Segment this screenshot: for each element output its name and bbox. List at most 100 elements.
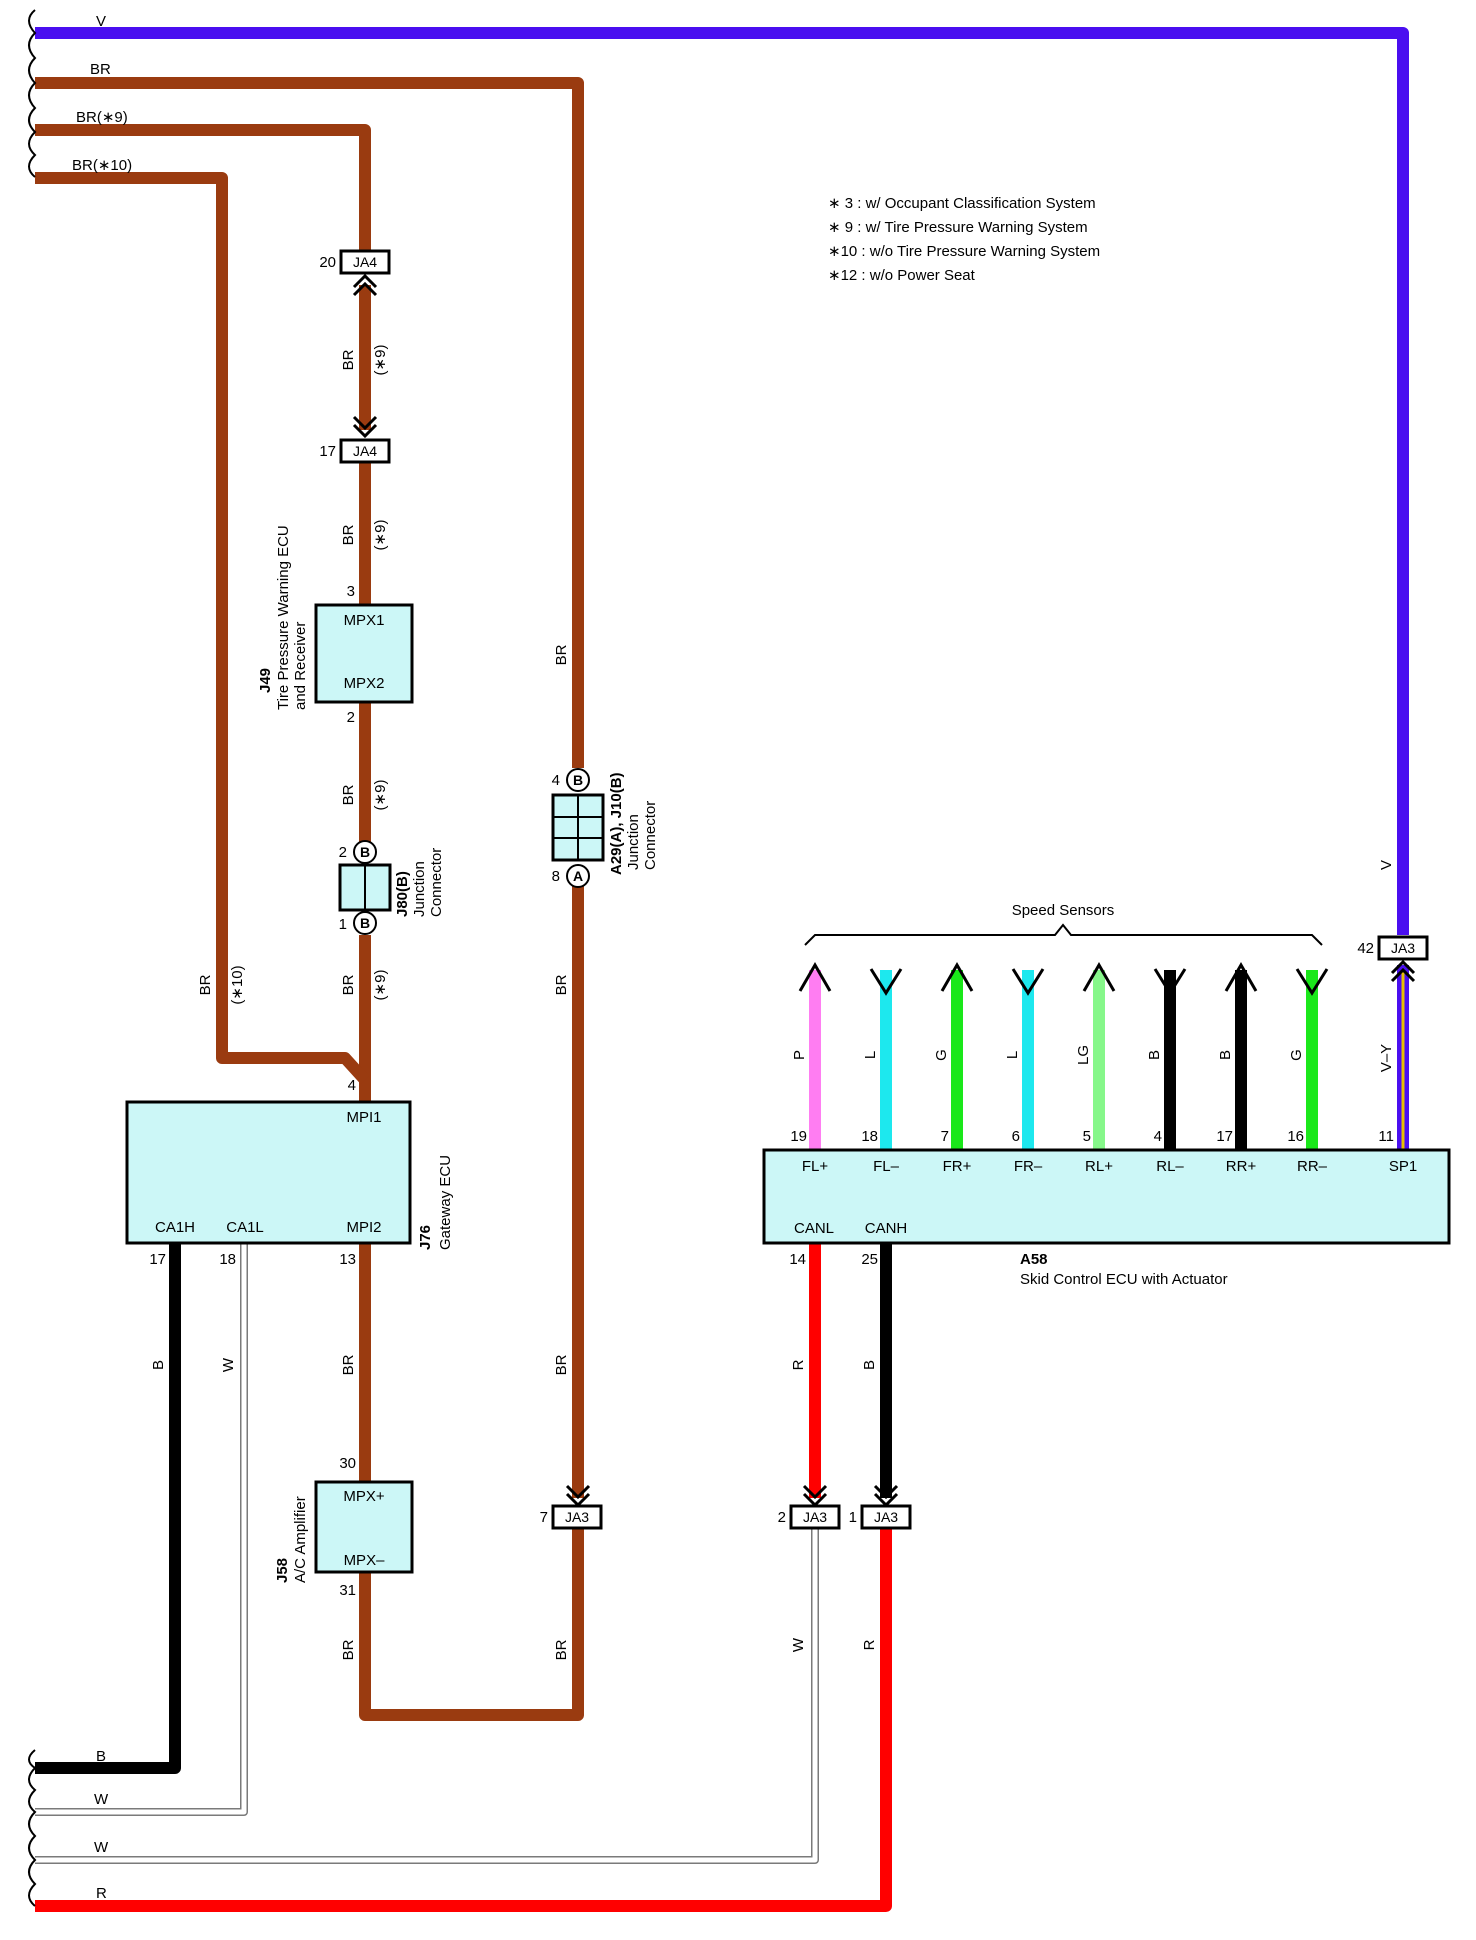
speed-sensor-terminal: RL– (1156, 1158, 1184, 1175)
wire-label: (∗10) (229, 965, 246, 1004)
speed-sensor-pin: 4 (1154, 1128, 1162, 1145)
ja3-1-pin: 1 (849, 1509, 857, 1526)
wire-label: R (861, 1639, 878, 1650)
j49-name-2: and Receiver (292, 622, 309, 710)
j58-box (314, 1480, 414, 1574)
speed-sensor-wire-label: L (1004, 1051, 1021, 1059)
legend-item: ∗ 3 : w/ Occupant Classification System (828, 195, 1096, 212)
arrow-up-icon (1224, 961, 1258, 992)
wire-label: (∗9) (372, 780, 389, 811)
speed-sensor-terminal: RR+ (1226, 1158, 1257, 1175)
j58-term-mpx-minus: MPX– (344, 1552, 386, 1569)
wire-label: BR (340, 1639, 357, 1660)
j49-term-mpx2: MPX2 (344, 675, 385, 692)
arrow-down-icon (1153, 968, 1187, 996)
speed-sensor-terminal: FL– (873, 1158, 900, 1175)
wire-break-marks (28, 9, 37, 1907)
j58-pin-bottom: 31 (339, 1582, 356, 1599)
j80-name-2: Connector (428, 848, 445, 917)
j58-term-mpx-plus: MPX+ (343, 1488, 385, 1505)
wire-label: W (790, 1637, 807, 1652)
j80-pin-top: 2 (339, 844, 347, 861)
speed-sensor-terminal: FL+ (802, 1158, 829, 1175)
j49-box (314, 603, 414, 704)
j58-code: J58 (274, 1558, 291, 1583)
a29-name-2: Connector (642, 801, 659, 870)
j58-name: A/C Amplifier (292, 1496, 309, 1583)
a58-code: A58 (1020, 1251, 1048, 1268)
left-wire-label-w2: W (94, 1839, 109, 1856)
j58-pin-top: 30 (339, 1455, 356, 1472)
j80-badge-bottom: B (360, 915, 370, 931)
wire-label: BR (340, 1354, 357, 1375)
wire-w-ca1l-inner (35, 1243, 247, 1815)
speed-sensor-wire-label: P (791, 1050, 808, 1060)
legend: ∗ 3 : w/ Occupant Classification System … (828, 195, 1100, 284)
j76-term-ca1l: CA1L (226, 1219, 264, 1236)
a29-code: A29(A), J10(B) (608, 772, 625, 875)
j76-box (125, 1100, 412, 1245)
wire-label: BR (340, 784, 357, 805)
a58-term-canh: CANH (865, 1220, 908, 1237)
wire-br10 (35, 172, 370, 1085)
wire-label: BR (340, 974, 357, 995)
a58-pin-canl: 14 (789, 1251, 806, 1268)
j49-term-mpx1: MPX1 (344, 612, 385, 629)
j76-pin-mpi2: 13 (339, 1251, 356, 1268)
ja3-42-name: JA3 (1391, 940, 1415, 956)
arrow-up-icon (1082, 961, 1116, 992)
wire-label: BR (197, 974, 214, 995)
j80-pin-bottom: 1 (339, 916, 347, 933)
a58-term-sp1: SP1 (1389, 1158, 1417, 1175)
arrow-up-icon (798, 961, 832, 992)
speed-sensor-pin: 7 (941, 1128, 949, 1145)
wire-r-ja3 (35, 1528, 892, 1912)
speed-sensor-marks: P19FL+L18FL–G7FR+L6FR–LG5RL+B4RL–B17RR+G… (790, 961, 1329, 1175)
speed-sensor-terminal: RL+ (1085, 1158, 1113, 1175)
speed-sensor-wire-label: G (1288, 1049, 1305, 1061)
wire-w-ca1l (35, 1243, 248, 1816)
left-wire-label-br10: BR(∗10) (72, 157, 132, 174)
a58-pin-sp1: 11 (1378, 1128, 1394, 1145)
speed-sensor-brace (804, 923, 1323, 946)
j76-term-mpi1: MPI1 (346, 1109, 381, 1126)
wire-label: BR (553, 644, 570, 665)
connector-badges (353, 768, 590, 935)
wire-label: BR (553, 974, 570, 995)
speed-sensor-wire-label: B (1146, 1050, 1163, 1060)
speed-sensor-pin: 18 (861, 1128, 878, 1145)
j76-term-ca1h: CA1H (155, 1219, 195, 1236)
speed-sensor-wires (809, 970, 1318, 1150)
legend-item: ∗10 : w/o Tire Pressure Warning System (828, 243, 1100, 260)
left-wire-label-br: BR (90, 61, 111, 78)
speed-sensor-terminal: FR– (1014, 1158, 1043, 1175)
wire-br-main (35, 77, 584, 768)
ja4-20-name: JA4 (353, 254, 377, 270)
speed-sensor-pin: 19 (790, 1128, 807, 1145)
j49-name: Tire Pressure Warning ECU (275, 525, 292, 710)
speed-sensor-wire-label: B (1217, 1050, 1234, 1060)
a58-pin-canh: 25 (861, 1251, 878, 1268)
a29-badge-top: B (573, 772, 583, 788)
left-wire-label-r: R (96, 1885, 107, 1902)
ja3-2-name: JA3 (803, 1509, 827, 1525)
j49-code: J49 (257, 668, 274, 693)
wire-label: BR (340, 524, 357, 545)
j80-name: Junction (411, 861, 428, 917)
left-wire-label-v: V (96, 13, 106, 30)
ja3-7-pin: 7 (540, 1509, 548, 1526)
ja3-7-name: JA3 (565, 1509, 589, 1525)
connector-chevrons (352, 273, 1416, 1508)
wire-label: R (790, 1359, 807, 1370)
wire-v (35, 27, 1409, 935)
wire-br9 (35, 124, 371, 264)
wire-label: (∗9) (372, 520, 389, 551)
j76-term-mpi2: MPI2 (346, 1219, 381, 1236)
speed-sensor-pin: 17 (1216, 1128, 1233, 1145)
speed-sensor-wire-label: G (933, 1049, 950, 1061)
speed-sensor-wire-label: L (862, 1051, 879, 1059)
speed-sensor-pin: 5 (1083, 1128, 1091, 1145)
j76-pin-mpi1: 4 (348, 1077, 356, 1094)
wire-b-ca1h (35, 1243, 181, 1774)
j76-name: Gateway ECU (437, 1155, 454, 1250)
